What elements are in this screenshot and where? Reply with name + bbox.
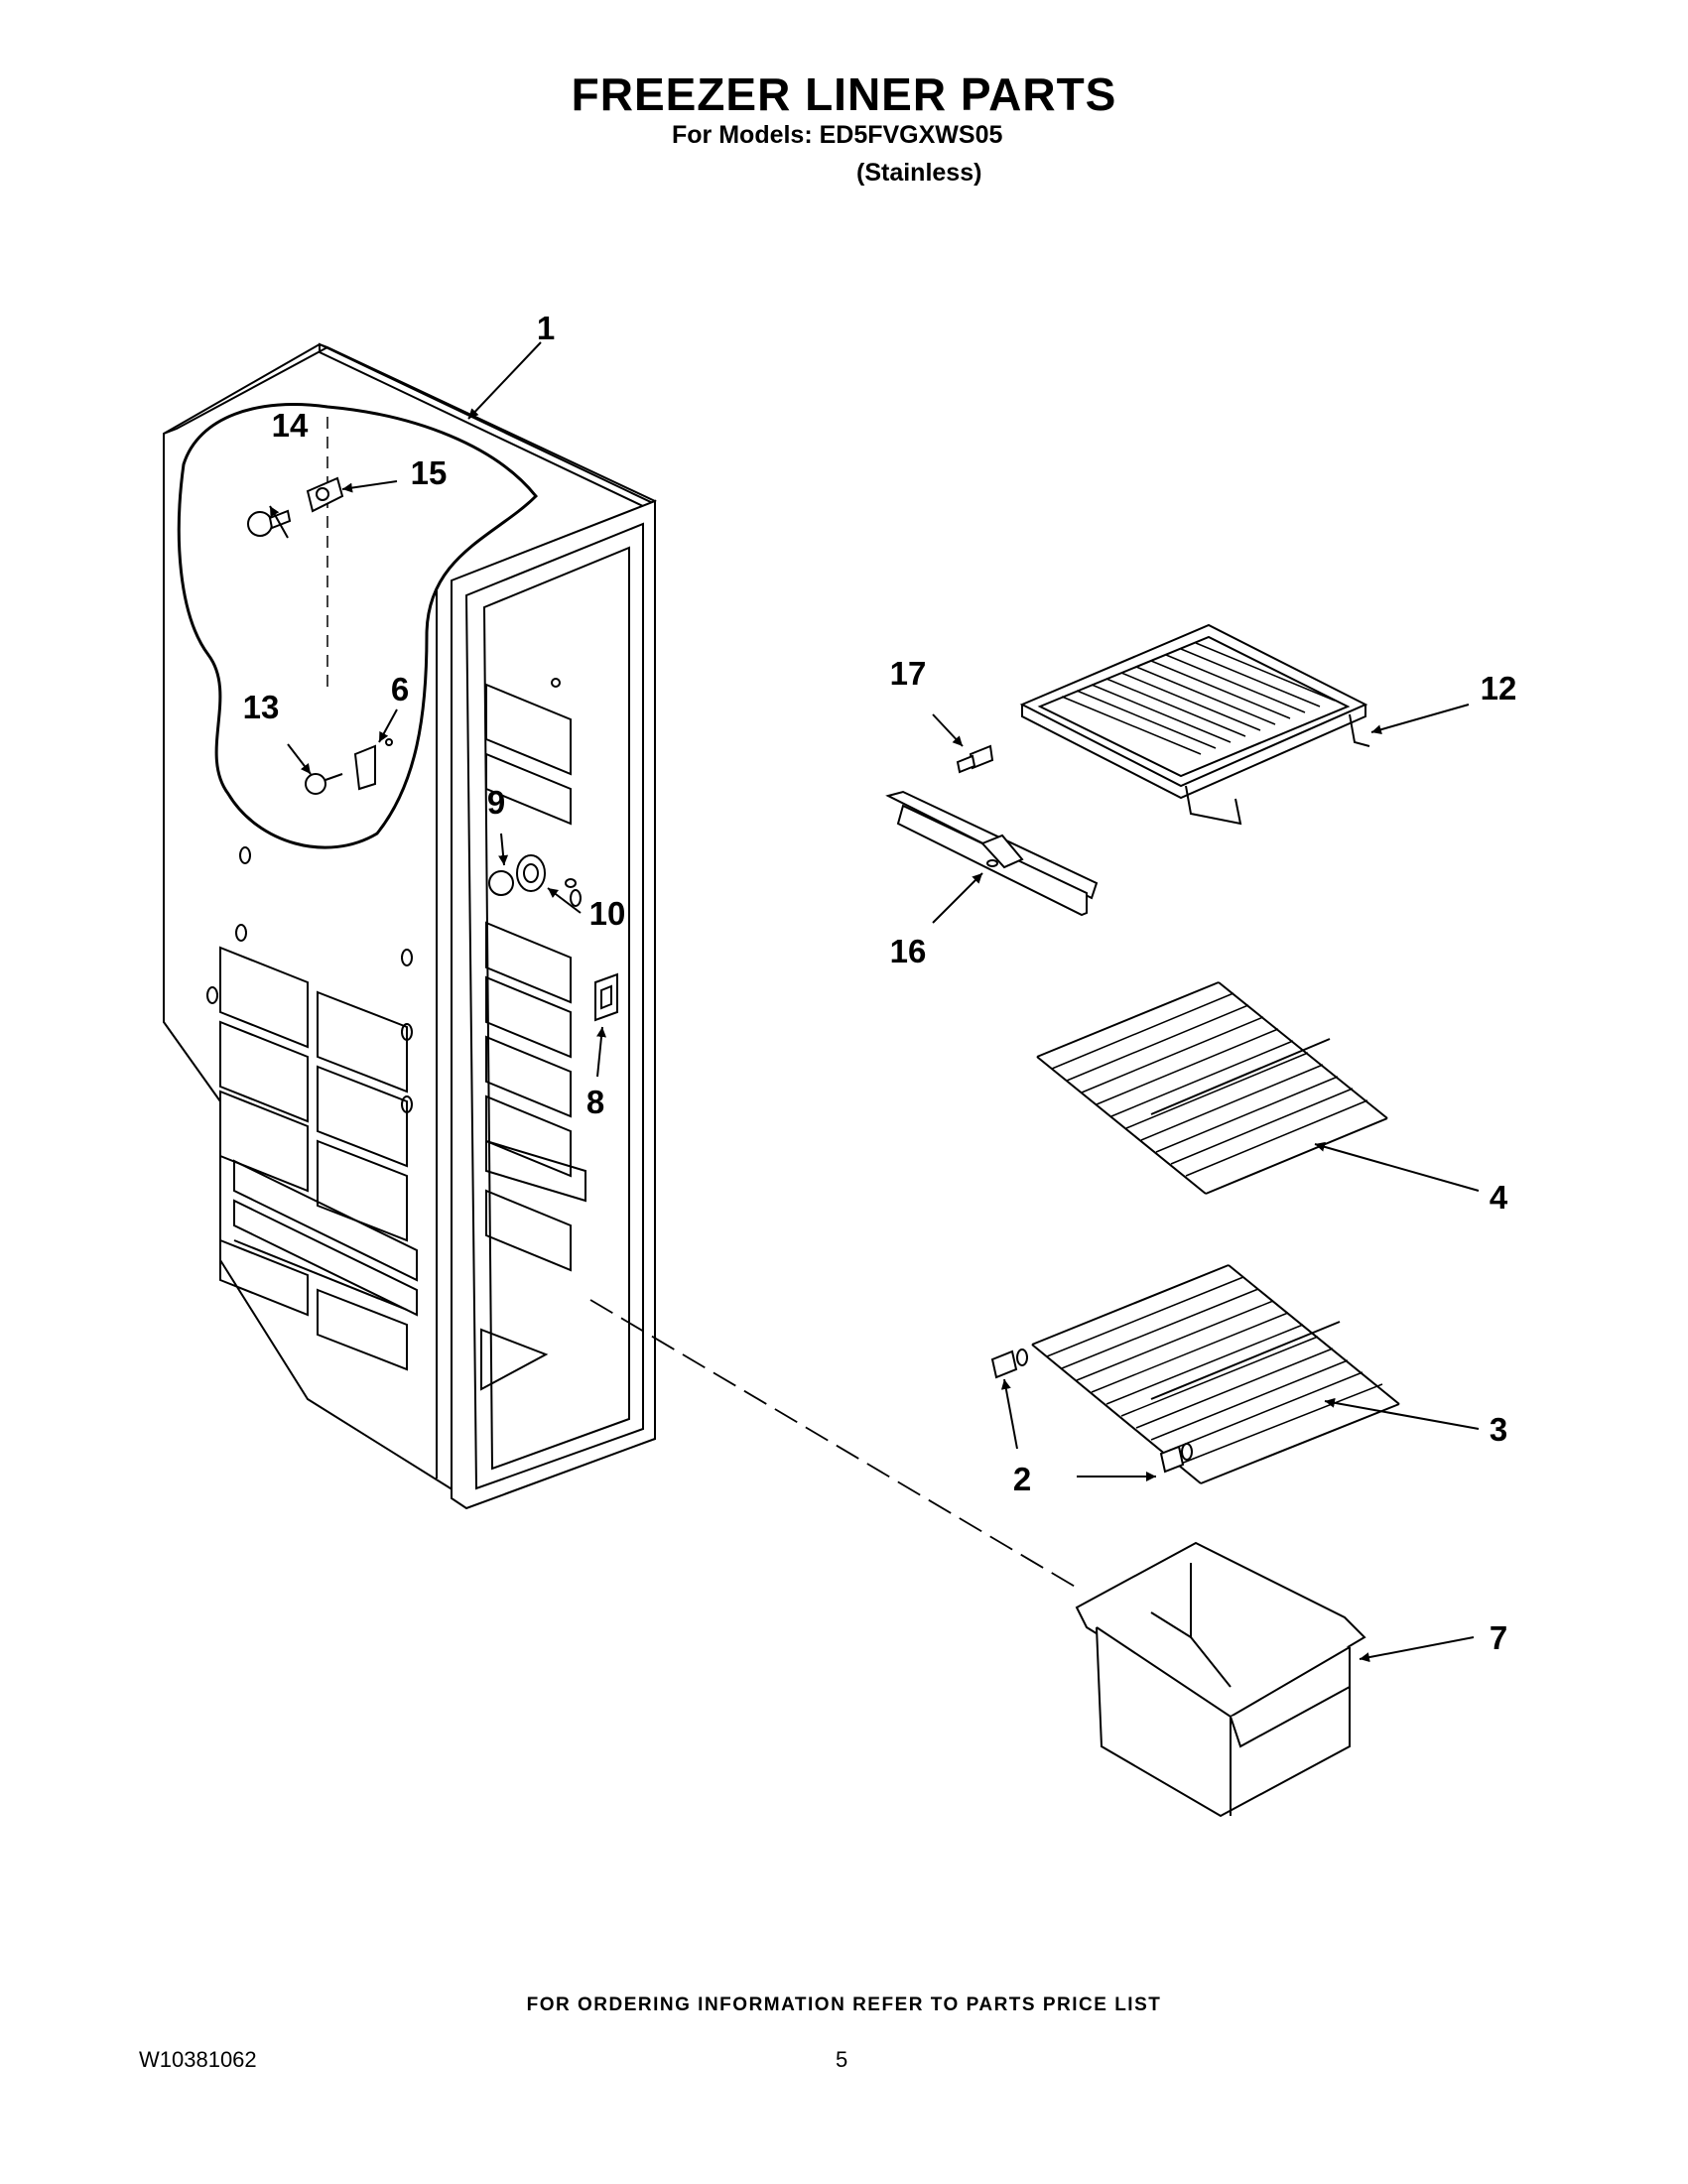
callout-2: 2 <box>1013 1461 1031 1497</box>
callout-10: 10 <box>589 895 626 932</box>
ordering-note: FOR ORDERING INFORMATION REFER TO PARTS … <box>526 1994 1162 2015</box>
callout-12: 12 <box>1481 670 1517 707</box>
leader-arrows <box>269 341 1480 1663</box>
alignment-line <box>589 1299 1078 1589</box>
shelf-bracket-part-16 <box>885 790 1099 917</box>
switch-part-8 <box>594 972 618 1022</box>
part-9 <box>488 870 514 896</box>
callout-1: 1 <box>537 310 555 346</box>
bracket-part-6 <box>353 738 393 791</box>
shelf-part-12 <box>1019 623 1370 826</box>
callout-13: 13 <box>243 689 280 725</box>
callout-9: 9 <box>487 784 505 821</box>
callout-15: 15 <box>411 454 448 491</box>
callout-7: 7 <box>1490 1619 1507 1656</box>
page-number: 5 <box>836 2047 848 2072</box>
callout-4: 4 <box>1490 1179 1508 1216</box>
callout-3: 3 <box>1490 1411 1507 1448</box>
models-line: For Models: ED5FVGXWS05 <box>672 121 1003 149</box>
document-number: W10381062 <box>139 2047 257 2072</box>
wire-shelf-part-4 <box>1036 981 1388 1195</box>
page-title: FREEZER LINER PARTS <box>571 68 1117 120</box>
callout-16: 16 <box>890 933 927 969</box>
screw-part-13 <box>305 773 343 795</box>
light-socket-part-15 <box>306 476 344 513</box>
screw-part-17 <box>956 744 994 774</box>
callout-6: 6 <box>391 671 409 707</box>
model-variant: (Stainless) <box>856 159 982 187</box>
shelf-support-part-2 <box>990 1349 1193 1474</box>
damper-part-10 <box>516 854 546 892</box>
callout-14: 14 <box>272 407 309 444</box>
callout-8: 8 <box>586 1084 604 1120</box>
wire-shelf-part-3 <box>1031 1264 1400 1484</box>
light-bulb-part-14 <box>247 509 292 537</box>
callout-17: 17 <box>890 655 927 692</box>
freezer-bin-part-7 <box>1075 1541 1366 1818</box>
freezer-liner <box>163 342 657 1510</box>
